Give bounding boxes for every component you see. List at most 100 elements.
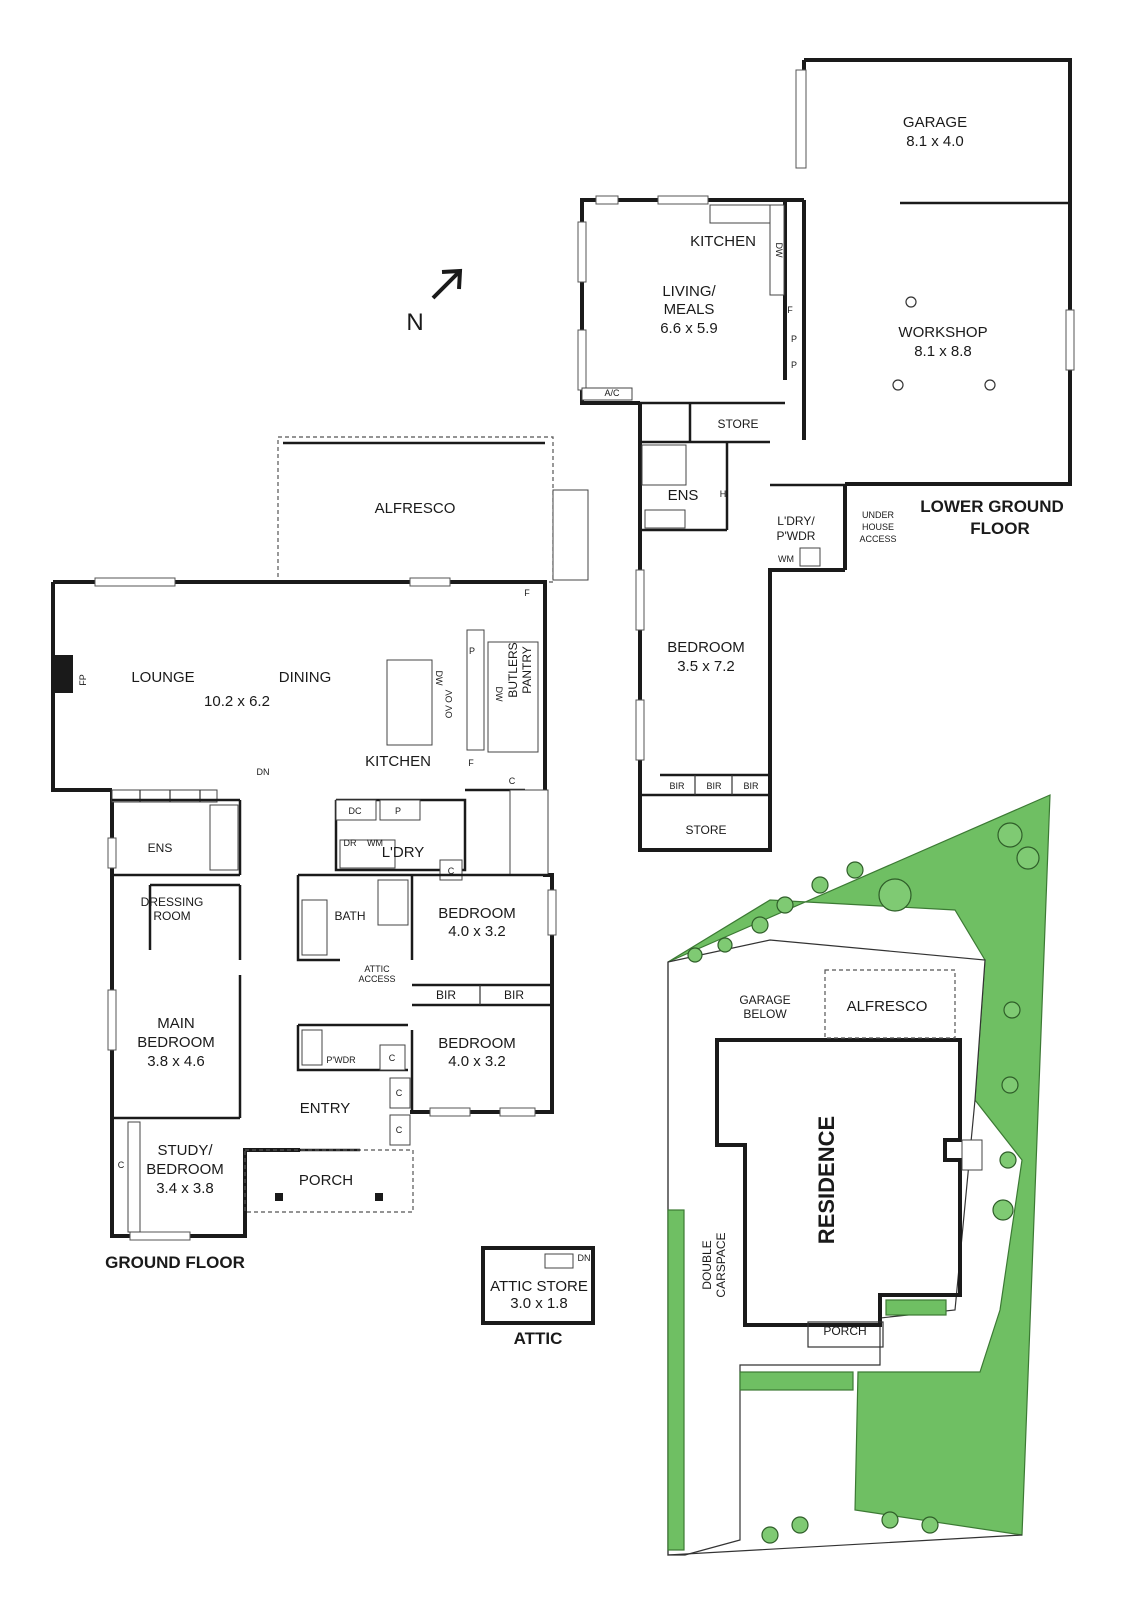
site-stairs — [961, 1139, 983, 1171]
fridge-label: F — [524, 588, 530, 598]
laundry-p-label: P — [395, 806, 401, 816]
living-window — [577, 329, 587, 391]
bedroom-window — [635, 569, 645, 631]
bir-label: BIR — [504, 988, 524, 1002]
dressing-label-1: DRESSING — [141, 895, 204, 909]
carspace-label-2: CARSPACE — [714, 1232, 728, 1297]
attic-store-size: 3.0 x 1.8 — [510, 1295, 568, 1312]
hedge-strip — [667, 1209, 685, 1551]
dressing-label-2: ROOM — [153, 909, 190, 923]
attic-plan: DN ATTIC STORE 3.0 x 1.8 ATTIC — [481, 1246, 595, 1348]
living-window — [595, 195, 619, 205]
carspace-label-1: DOUBLE — [700, 1240, 714, 1289]
living-size: 6.6 x 5.9 — [660, 320, 718, 337]
tree-cluster — [687, 822, 1040, 1544]
garage-label: GARAGE — [903, 114, 967, 131]
post-marker — [984, 379, 996, 391]
workshop-window — [1065, 309, 1075, 371]
lg-fridge-label: F — [787, 305, 793, 315]
residence-footprint — [715, 1038, 962, 1327]
ground-floor-plan — [51, 436, 589, 1241]
alfresco-stairs — [552, 489, 589, 581]
main-bedroom-window — [107, 989, 117, 1051]
main-bedroom-label-2: BEDROOM — [137, 1034, 215, 1051]
bath-label: BATH — [334, 909, 365, 923]
lg-wm-label: WM — [778, 554, 794, 564]
pwdr-basin — [301, 1029, 323, 1066]
lg-bedroom-size: 3.5 x 7.2 — [677, 658, 735, 675]
ens-shower — [209, 804, 239, 871]
powder-label: P'WDR — [326, 1055, 356, 1065]
laundry-basin — [799, 547, 821, 567]
ground-floor-labels: ALFRESCO LOUNGE DINING 10.2 x 6.2 KITCHE… — [78, 500, 534, 1272]
hedge-strip — [885, 1299, 947, 1316]
study-size: 3.4 x 3.8 — [156, 1180, 214, 1197]
study-label-2: BEDROOM — [146, 1161, 224, 1178]
porch-outline — [244, 1149, 414, 1213]
attic-store-label: ATTIC STORE — [490, 1278, 588, 1295]
site-porch — [807, 1321, 884, 1348]
cupboard-label: C — [396, 1088, 403, 1098]
fireplace — [55, 655, 73, 693]
fp-label: FP — [78, 674, 88, 686]
site-alfresco-label: ALFRESCO — [847, 998, 928, 1015]
lg-store-label: STORE — [717, 417, 758, 431]
site-alfresco-outline — [824, 969, 956, 1039]
dc-cupboard — [335, 799, 377, 821]
dn-label: DN — [257, 767, 270, 777]
bedroom2-size: 4.0 x 3.2 — [448, 1053, 506, 1070]
laundry-label: L'DRY — [382, 844, 425, 861]
dining-window — [409, 577, 451, 587]
lg-laundry-label-2: P'WDR — [777, 529, 816, 543]
cupboard-label: C — [448, 866, 455, 876]
internal-stairs — [509, 789, 549, 876]
attic-stairs — [544, 1253, 574, 1269]
attic-dn-label: DN — [578, 1253, 591, 1263]
dining-label: DINING — [279, 669, 332, 686]
lg-pantry-label: P — [791, 360, 797, 370]
bath-shower — [377, 879, 409, 926]
ac-unit — [581, 387, 633, 401]
lower-ground-floor-title-1: LOWER GROUND — [920, 497, 1064, 516]
bedroom2-label: BEDROOM — [438, 1035, 516, 1052]
dw-label: DW — [434, 671, 444, 686]
porch-post — [375, 1193, 383, 1201]
butlers-label-1: BUTLERS — [506, 642, 520, 697]
workshop-label: WORKSHOP — [898, 324, 987, 341]
lg-ens-label: ENS — [668, 487, 699, 504]
lower-ground-floor-title-2: FLOOR — [970, 519, 1030, 538]
lg-laundry-label-1: L'DRY/ — [777, 514, 815, 528]
ens-label: ENS — [148, 841, 173, 855]
cupboard-label: C — [509, 776, 516, 786]
entry-label: ENTRY — [300, 1100, 351, 1117]
kitchen-side-bench — [769, 204, 785, 296]
fridge-label: F — [468, 758, 474, 768]
pantry-label: P — [469, 646, 475, 656]
garage-below-label-1: GARAGE — [739, 993, 790, 1007]
main-bedroom-size: 3.8 x 4.6 — [147, 1053, 205, 1070]
dw-label: DW — [494, 687, 504, 702]
lounge-label: LOUNGE — [131, 669, 194, 686]
hw-label: H — [720, 489, 727, 499]
under-house-label-3: ACCESS — [859, 534, 896, 544]
cupboard-label: C — [118, 1160, 125, 1170]
post-marker — [892, 379, 904, 391]
dryer-washer — [339, 839, 396, 869]
north-compass: N — [406, 268, 463, 336]
butlers-label-2: PANTRY — [520, 646, 534, 694]
main-bedroom-label-1: MAIN — [157, 1015, 195, 1032]
bir-label: BIR — [436, 988, 456, 1002]
bedroom-window — [499, 1107, 536, 1117]
attic-store-walls — [481, 1246, 595, 1325]
kitchen-bench — [466, 629, 485, 751]
site-plan: RESIDENCE ALFRESCO GARAGE BELOW DOUBLE C… — [667, 794, 1051, 1556]
garage-outer-wall — [804, 58, 1072, 486]
butlers-pantry-bench — [487, 641, 539, 753]
pwdr-cupboard — [379, 1044, 406, 1071]
lower-ground-floor-plan — [577, 58, 1075, 852]
study-window — [129, 1231, 191, 1241]
lg-pantry-label: P — [791, 334, 797, 344]
living-label-2: MEALS — [664, 301, 715, 318]
alfresco-label: ALFRESCO — [375, 500, 456, 517]
